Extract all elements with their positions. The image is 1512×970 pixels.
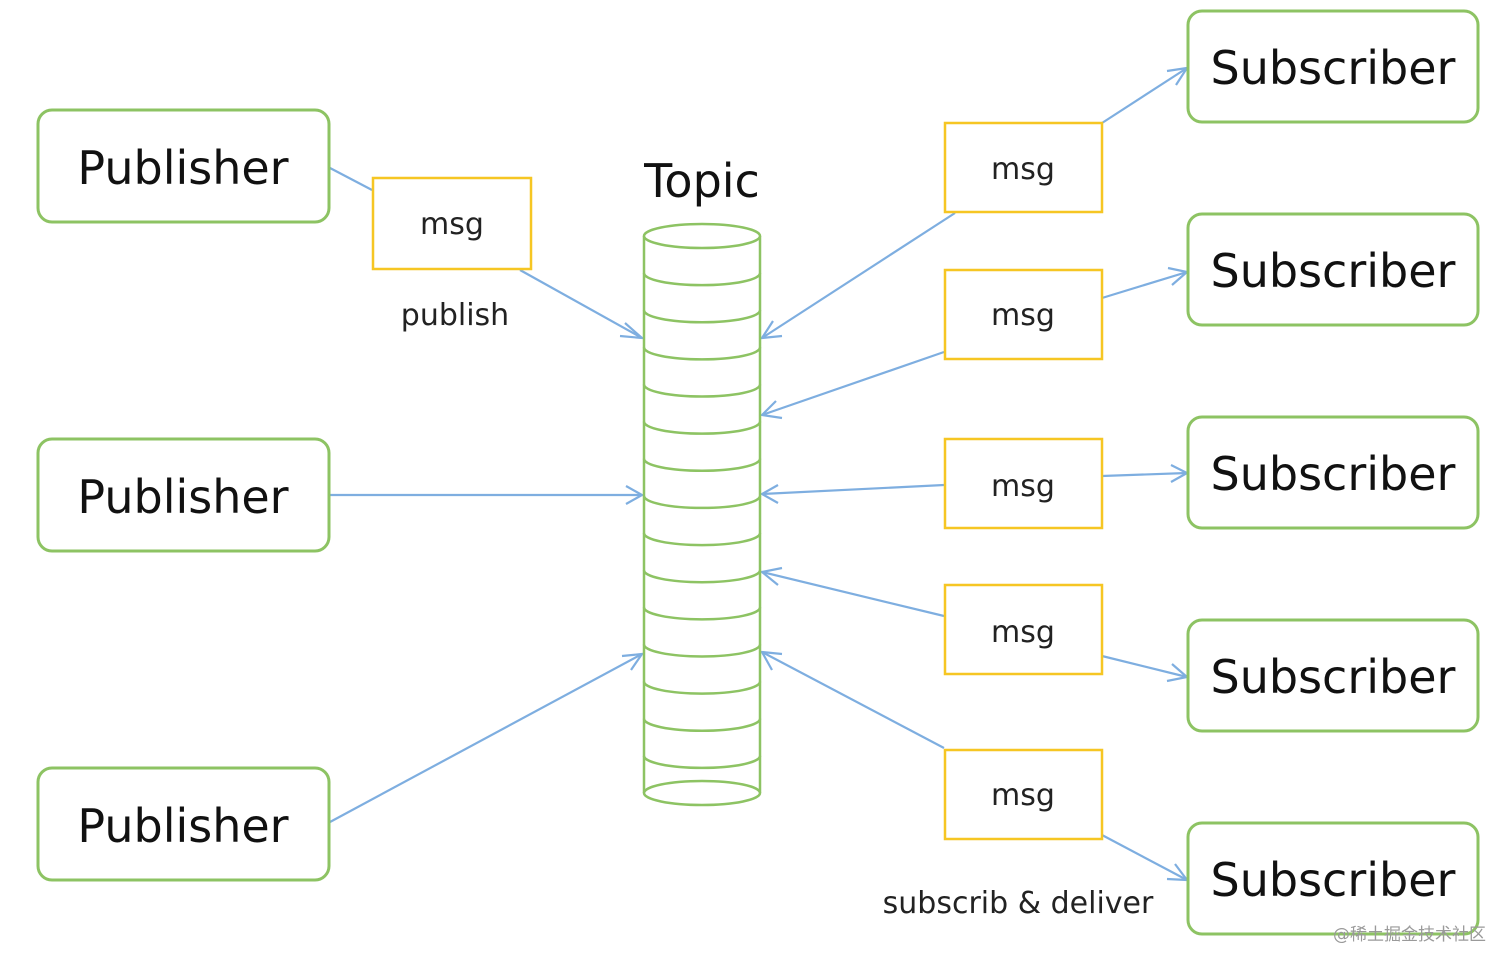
- publisher-node-2: Publisher: [36, 437, 331, 553]
- arrowhead-publish-3: [621, 652, 645, 671]
- publish-msg-box: [371, 176, 533, 271]
- topic-label: Topic: [643, 154, 760, 208]
- subscriber-label: Subscriber: [1211, 41, 1456, 95]
- deliver-msg-node-1: msg: [943, 121, 1104, 214]
- topic-cylinder-segment: [642, 384, 762, 398]
- publisher-box-1: [36, 108, 331, 224]
- edge-msg-4-to-subscriber-4: [1101, 654, 1188, 679]
- arrowhead-deliver-2-topic: [759, 400, 783, 420]
- arrowhead-deliver-4-topic: [759, 566, 783, 586]
- deliver-msg-box-4: [943, 583, 1104, 676]
- msg-label: msg: [991, 778, 1055, 813]
- topic-cylinder-segment: [642, 272, 762, 287]
- topic-cylinder-segment: [642, 718, 762, 732]
- subscriber-node-5: Subscriber: [1186, 821, 1480, 936]
- deliver-msg-box-5: [943, 748, 1104, 841]
- topic-cylinder-segment: [642, 644, 762, 658]
- publisher-label: Publisher: [77, 141, 288, 195]
- edges: [329, 66, 1190, 882]
- topic-cylinder-segment: [642, 421, 762, 435]
- watermark-text: @稀土掘金技术社区: [1333, 925, 1486, 945]
- subscriber-node-2: Subscriber: [1186, 212, 1480, 327]
- topic-cylinder-bottom: [642, 779, 762, 807]
- msg-label: msg: [991, 152, 1055, 187]
- subscriber-label: Subscriber: [1211, 244, 1456, 298]
- subscriber-node-4: Subscriber: [1186, 618, 1480, 733]
- subscriber-box-3: [1186, 415, 1480, 530]
- deliver-msg-node-5: msg: [943, 748, 1104, 841]
- edge-deliver-msg-1-to-topic: [761, 212, 956, 339]
- subscriber-label: Subscriber: [1211, 650, 1456, 704]
- subscriber-box-5: [1186, 821, 1480, 936]
- deliver-msg-box-3: [943, 437, 1104, 530]
- topic-cylinder-segment: [642, 532, 762, 547]
- edge-msg-5-to-subscriber-5: [1101, 834, 1188, 881]
- subscribe-deliver-label: subscrib & deliver: [883, 886, 1154, 921]
- publisher-label: Publisher: [77, 799, 288, 853]
- arrowhead-deliver-3-topic: [759, 484, 779, 504]
- topic-cylinder-segment: [642, 681, 762, 695]
- deliver-msg-node-3: msg: [943, 437, 1104, 530]
- arrowhead-deliver-1-topic: [759, 320, 783, 340]
- subscriber-node-3: Subscriber: [1186, 415, 1480, 530]
- publisher-node-3: Publisher: [36, 766, 331, 882]
- topic-cylinder-top: [642, 222, 762, 250]
- publish-label: publish: [401, 298, 509, 333]
- topic-cylinder: [642, 222, 762, 807]
- topic-cylinder-segment: [642, 495, 762, 510]
- arrowhead-publish-1: [619, 322, 646, 340]
- arrowhead-deliver-5-topic: [760, 650, 783, 671]
- deliver-msg-box-1: [943, 121, 1104, 214]
- edge-deliver-msg-2-to-topic: [761, 350, 945, 417]
- subscriber-label: Subscriber: [1211, 853, 1456, 907]
- subscriber-node-1: Subscriber: [1186, 9, 1480, 124]
- subscriber-label: Subscriber: [1211, 447, 1456, 501]
- arrowhead-publish-2: [625, 485, 645, 505]
- publisher-box-3: [36, 766, 331, 882]
- publish-msg-node: msg: [371, 176, 533, 271]
- edge-deliver-msg-3-to-topic: [761, 483, 945, 496]
- edge-msg-3-to-subscriber-3: [1101, 471, 1188, 478]
- deliver-msg-box-2: [943, 268, 1104, 361]
- edge-publisher-3-to-topic: [329, 653, 643, 823]
- deliver-msg-node-2: msg: [943, 268, 1104, 361]
- subscriber-box-2: [1186, 212, 1480, 327]
- publisher-label: Publisher: [77, 470, 288, 524]
- topic-cylinder-segment: [642, 458, 762, 473]
- msg-label: msg: [991, 469, 1055, 504]
- edge-msg-2-to-subscriber-2: [1101, 270, 1188, 300]
- msg-label: msg: [991, 298, 1055, 333]
- edge-deliver-msg-5-to-topic: [761, 651, 945, 749]
- publisher-node-1: Publisher: [36, 108, 331, 224]
- topic-cylinder-segment: [642, 347, 762, 361]
- msg-label: msg: [420, 207, 484, 242]
- edge-msg-1-to-subscriber-1: [1101, 67, 1188, 124]
- subscriber-box-4: [1186, 618, 1480, 733]
- deliver-msg-node-4: msg: [943, 583, 1104, 676]
- topic-cylinder-segment: [642, 309, 762, 324]
- topic-cylinder-segment: [642, 607, 762, 621]
- edge-deliver-msg-4-to-topic: [761, 570, 945, 618]
- edge-publisher-1-to-msg: [329, 167, 373, 191]
- msg-label: msg: [991, 615, 1055, 650]
- topic-cylinder-segment: [642, 569, 762, 584]
- edge-msg-to-topic: [519, 269, 643, 339]
- subscriber-box-1: [1186, 9, 1480, 124]
- topic-cylinder-segment: [642, 755, 762, 770]
- publisher-box-2: [36, 437, 331, 553]
